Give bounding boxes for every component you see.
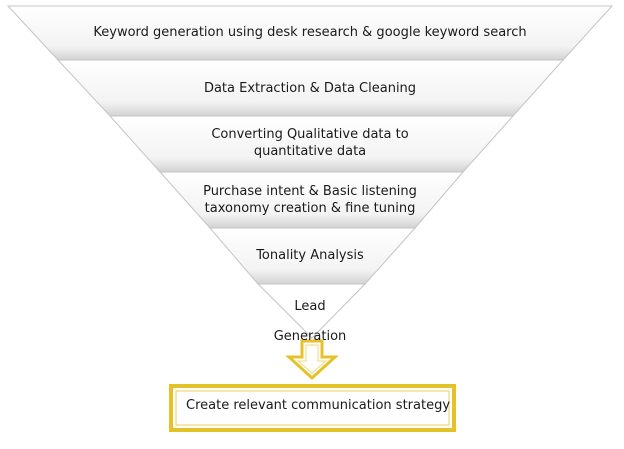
stage-label-qual-to-quant: Converting Qualitative data to quantitat… — [211, 127, 409, 159]
stage-label-keyword-generation: Keyword generation using desk research &… — [93, 25, 527, 40]
stage-label-data-extraction: Data Extraction & Data Cleaning — [203, 81, 417, 96]
stage-label-lead-generation: Lead Generation — [273, 299, 347, 344]
strategy-label: Create relevant communication strategy — [186, 398, 451, 413]
strategy-box-inner — [175, 390, 450, 426]
stage-label-purchase-intent: Purchase intent & Basic listening taxono… — [203, 184, 417, 216]
down-arrow-icon — [285, 339, 339, 381]
funnel-band-6 — [256, 283, 367, 339]
stage-label-tonality-analysis: Tonality Analysis — [256, 248, 364, 263]
down-arrow-inner-icon — [296, 344, 328, 374]
strategy-box — [169, 384, 456, 432]
